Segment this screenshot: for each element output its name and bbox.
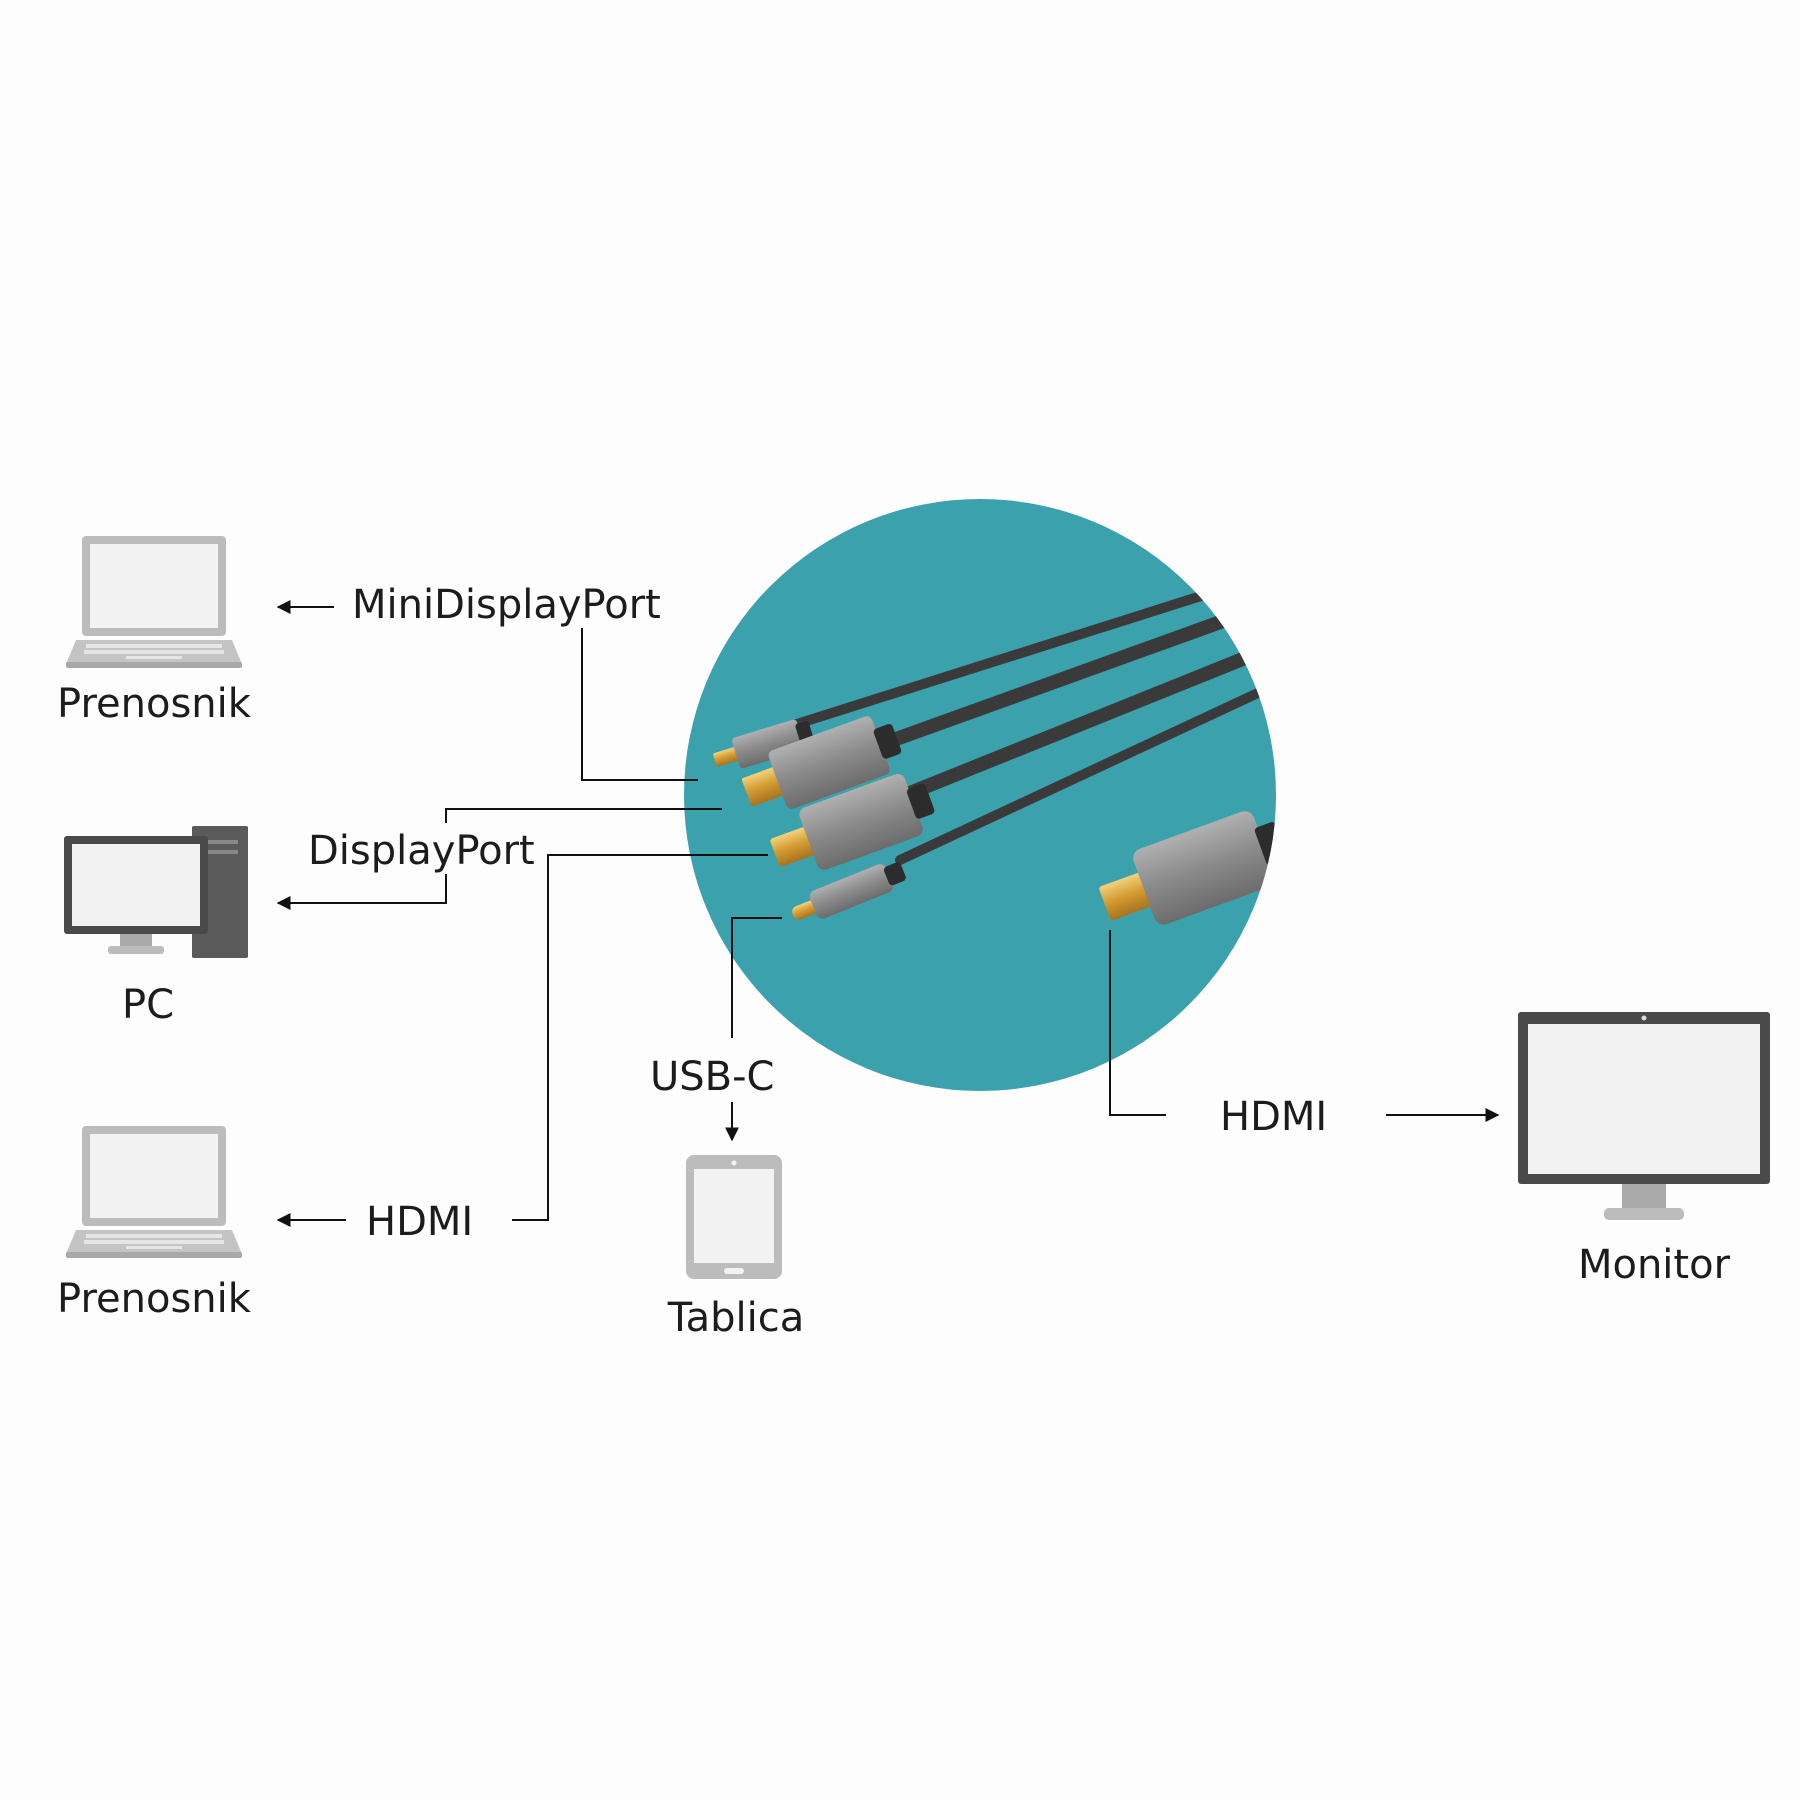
hdmi-cable-left xyxy=(898,643,1272,802)
tablet-label: Tablica xyxy=(667,1295,804,1341)
usbc-leader-line xyxy=(731,917,782,1038)
displayport-cable xyxy=(853,608,1247,759)
hdmi-left-label: HDMI xyxy=(366,1199,473,1245)
tablet-icon xyxy=(686,1155,782,1279)
monitor-label: Monitor xyxy=(1578,1242,1731,1288)
hdmi-right-leader-line xyxy=(1109,930,1166,1116)
usbc-label: USB-C xyxy=(650,1054,774,1100)
pc-label: PC xyxy=(122,982,174,1028)
cable-bundle xyxy=(713,585,1276,925)
displayport-leader-line xyxy=(445,808,722,823)
laptop-bottom-label: Prenosnik xyxy=(57,1276,252,1322)
displayport-label: DisplayPort xyxy=(308,828,535,874)
monitor-icon xyxy=(1518,1012,1770,1220)
laptop-top-label: Prenosnik xyxy=(57,681,252,727)
hdmi-left-leader-line xyxy=(512,854,768,1221)
desktop-pc-icon xyxy=(64,826,248,958)
product-background-circle xyxy=(684,499,1276,1091)
usbc-connector xyxy=(792,862,906,920)
hdmi-connector-right xyxy=(1099,811,1276,925)
laptop-icon xyxy=(66,536,242,668)
laptop-icon xyxy=(66,1126,242,1258)
usbc-cable xyxy=(895,680,1276,865)
hdmi-right-label: HDMI xyxy=(1220,1094,1327,1140)
minidisplayport-label: MiniDisplayPort xyxy=(352,582,661,628)
minidisplayport-leader-line xyxy=(581,628,698,781)
minidisplayport-connector xyxy=(713,719,814,769)
minidp-cable xyxy=(773,585,1225,735)
hdmi-connector-left xyxy=(770,773,935,870)
connection-lines xyxy=(276,600,1500,1227)
displayport-connector xyxy=(741,716,902,809)
displayport-arrow xyxy=(276,874,447,910)
